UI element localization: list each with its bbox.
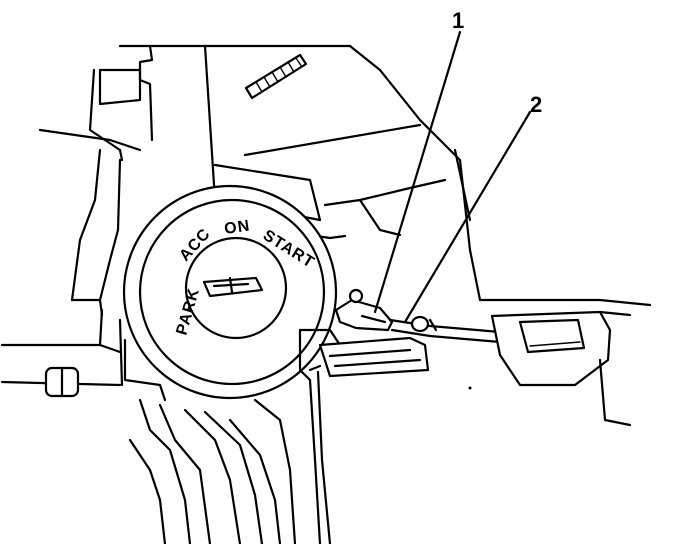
cable-assembly xyxy=(388,315,502,344)
ink-dot xyxy=(468,386,472,390)
leader-2 xyxy=(403,110,532,324)
ignition-switch xyxy=(122,184,338,400)
left-trim-panel xyxy=(0,44,154,387)
vent-grille xyxy=(244,53,308,100)
right-bracket xyxy=(490,310,632,427)
callout-leaders xyxy=(373,30,532,324)
callout-2: 2 xyxy=(530,92,542,117)
leader-1 xyxy=(373,30,462,314)
callout-1: 1 xyxy=(452,8,464,33)
connector-plug xyxy=(334,288,394,332)
switch-bracket xyxy=(298,328,430,378)
knob-left xyxy=(44,366,80,398)
lower-structure xyxy=(123,338,332,544)
label-on: ON xyxy=(223,218,251,238)
upper-dash xyxy=(148,44,652,307)
